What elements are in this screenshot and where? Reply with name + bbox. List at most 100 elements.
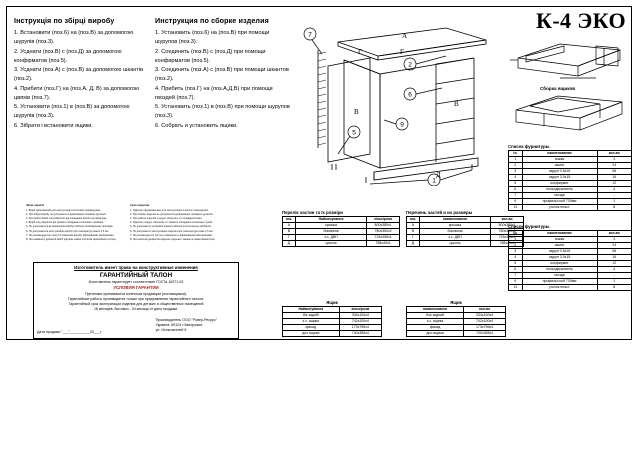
- care-notes-ua: Збері гарантії 1. Виріб призначений для …: [26, 204, 124, 242]
- warranty-footer: Дата продажи "___"__________20___г. Прои…: [37, 318, 235, 334]
- cell-qty: 173х796х4: [338, 323, 383, 331]
- hardware-list-caption: Список фурнитуры: [508, 224, 550, 229]
- cabinet-exploded-diagram: А В В Г Г Д: [296, 14, 496, 186]
- cell-qty: 1: [596, 277, 633, 285]
- warranty-coupon: Изготовитель имеет право на конструктивн…: [33, 262, 239, 339]
- svg-text:7: 7: [308, 32, 312, 39]
- cell-no: 11: [508, 283, 523, 291]
- warranty-title: ГАРАНТИЙНЫЙ ТАЛОН: [99, 271, 173, 279]
- cell-name: фасад: [405, 323, 465, 331]
- svg-text:2: 2: [408, 62, 412, 69]
- svg-text:9: 9: [400, 122, 404, 129]
- svg-text:1: 1: [432, 178, 436, 185]
- note-line: 7. Не рекомендуется чистить поверхность …: [130, 233, 213, 237]
- cell-qty: -: [596, 271, 633, 279]
- instructions-ua-title: Інструкція по збірці виробу: [14, 16, 115, 25]
- note-line: 6. Не допускается эксплуатация изделия п…: [130, 229, 214, 233]
- step-item: 3. Усднати (поз.А) с (поз.В) за допомого…: [14, 67, 144, 83]
- step-item: 4. Прибити (поз.Г) на (поз.А, Д, В) за д…: [14, 85, 140, 101]
- warranty-conditions-title: УСЛОВИЯ ГАРАНТИИ: [113, 285, 159, 290]
- note-line: 1. Виріб призначений для експлуатації в …: [26, 208, 102, 212]
- svg-text:В: В: [454, 100, 459, 108]
- cell-qty: 742х100х4: [338, 317, 383, 325]
- cell-qty: 8: [596, 283, 633, 291]
- svg-text:А: А: [402, 32, 407, 40]
- manufacturer-line: ул. Испытателей 5: [155, 328, 187, 333]
- step-item: 6. Собрать и установить ящики.: [155, 122, 238, 129]
- note-line: 5. Не допускается установка изделия вбли…: [130, 225, 212, 229]
- note-line: 8. При наличии дефектов изделие подлежит…: [130, 237, 216, 241]
- manufacturer-line: Украина, 69124 г.Запорожье: [155, 322, 203, 327]
- parts-ru-caption: Перечень частей и их размеры: [406, 210, 473, 215]
- note-line: 7. Не рекомендується чистити поверхню ви…: [26, 233, 115, 237]
- product-model-title: К-4 ЭКО: [535, 8, 626, 33]
- note-line: 5. Не допускається встановлення виробу п…: [26, 225, 114, 229]
- parts-table-ua: Перелік частин та їх розміри поз. Наймен…: [282, 210, 400, 247]
- warranty-top-note: Изготовитель имеет право на конструктивн…: [74, 265, 198, 270]
- parts-table-ru: Перечень частей и их размеры поз. наимен…: [406, 210, 524, 247]
- cell-qty: 8: [596, 203, 633, 211]
- cell-pos: Д: [282, 239, 296, 247]
- hardware-list-caption: Список фурнитуры: [508, 144, 550, 149]
- svg-text:Г: Г: [358, 48, 362, 56]
- instructions-ua-block: Інструкція по збірці виробу 1. Встановит…: [14, 16, 144, 132]
- note-line: 1. Изделие предназначено для эксплуатаци…: [130, 208, 209, 212]
- svg-text:5: 5: [352, 130, 356, 137]
- cell-pos: Д: [406, 239, 420, 247]
- step-item: 6. Зібрати і встановити ящики.: [14, 122, 93, 129]
- manufacturer-address: Производитель ООО "Ровер-Ресурс" Украина…: [156, 318, 217, 334]
- instructions-ru-block: Инструкция по сборке изделия 1. Установи…: [155, 16, 290, 132]
- cell-name: цоколь: [418, 239, 492, 247]
- cell-qty: 12: [596, 259, 633, 267]
- warranty-line: 18 месяцев, бытовых - 24 месяца от даты …: [93, 307, 179, 312]
- cell-name: уголок пласт.: [521, 203, 598, 211]
- drawer-assembly-caption: Сборка ящиков: [540, 86, 576, 91]
- manufacturer-line: Производитель ООО "Ровер-Ресурс": [155, 317, 217, 322]
- hardware-list-top: Список фурнитуры № наименование кол-во 1…: [508, 144, 633, 211]
- note-line: 2. При збірці виробу не допускається деф…: [26, 212, 107, 216]
- step-item: 4. Прибить (поз.Г) на (поз.А,Д,В) при по…: [155, 85, 273, 101]
- drawer-ru-caption: Ящик: [450, 300, 462, 305]
- cell-qty: 4: [596, 265, 633, 273]
- warranty-body: Претензии принимаются конечным продавцом…: [37, 292, 235, 313]
- cell-qty: 768х40х1: [490, 239, 524, 247]
- note-line: 4. Изделие следует оберегать от прямого …: [130, 221, 213, 225]
- cell-qty: 334х100х4: [338, 311, 383, 319]
- svg-text:Г: Г: [400, 48, 404, 56]
- date-of-sale-field[interactable]: Дата продажи "___"__________20___г.: [37, 329, 102, 334]
- instructions-ua-steps: 1. Встановити (поз.6) на (поз.В) за допо…: [14, 29, 144, 131]
- drawer-diagram-bottom: [500, 92, 632, 134]
- cell-name: з.с. ящика: [405, 317, 465, 325]
- cell-qty: 742х100х4: [463, 317, 506, 325]
- care-notes-ua-title: Збері гарантії: [26, 204, 45, 207]
- step-item: 2. Усднати (поз.В) с (поз.Д) за допомого…: [14, 48, 122, 64]
- step-item: 1. Установить (поз.6) на (поз.В) при пом…: [155, 30, 270, 46]
- step-item: 5. Установити (поз.1) в (поз.В) за допом…: [14, 104, 130, 120]
- svg-text:В: В: [354, 108, 359, 116]
- cell-qty: 16: [596, 253, 633, 261]
- cell-qty: 334х100х4: [463, 311, 506, 319]
- step-item: 3. Соединить (поз.А) с (поз.В) при помощ…: [155, 67, 289, 83]
- drawer-diagram-top: [500, 36, 632, 84]
- instructions-ru-title: Инструкция по сборке изделия: [155, 16, 269, 25]
- hardware-list-bottom: Список фурнитуры № наименование кол-во 1…: [508, 224, 633, 291]
- page-border: [6, 6, 632, 340]
